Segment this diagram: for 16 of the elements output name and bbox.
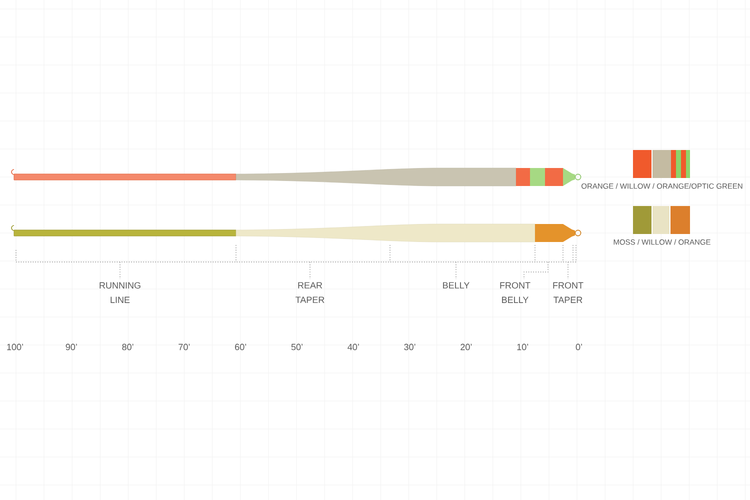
scale-label: 50’ bbox=[291, 344, 302, 350]
scale-label: 80’ bbox=[122, 344, 134, 350]
scale-label: 30’ bbox=[404, 344, 416, 350]
scale-label: 10’ bbox=[517, 344, 528, 350]
scale-label: 60’ bbox=[235, 344, 246, 350]
section-label: REAR TAPER bbox=[296, 282, 324, 303]
scale-label: 100’ bbox=[7, 344, 23, 350]
section-label: RUNNING LINE bbox=[100, 282, 140, 303]
section-label: BELLY bbox=[443, 282, 470, 288]
section-label: FRONT BELLY bbox=[500, 282, 530, 303]
scale-label: 70’ bbox=[178, 344, 190, 350]
scale-label: 20’ bbox=[460, 344, 472, 350]
scale-label: 90’ bbox=[66, 344, 77, 350]
scale-label: 40’ bbox=[348, 344, 359, 350]
section-label: FRONT TAPER bbox=[553, 282, 584, 303]
scale-label: 0’ bbox=[576, 344, 582, 350]
